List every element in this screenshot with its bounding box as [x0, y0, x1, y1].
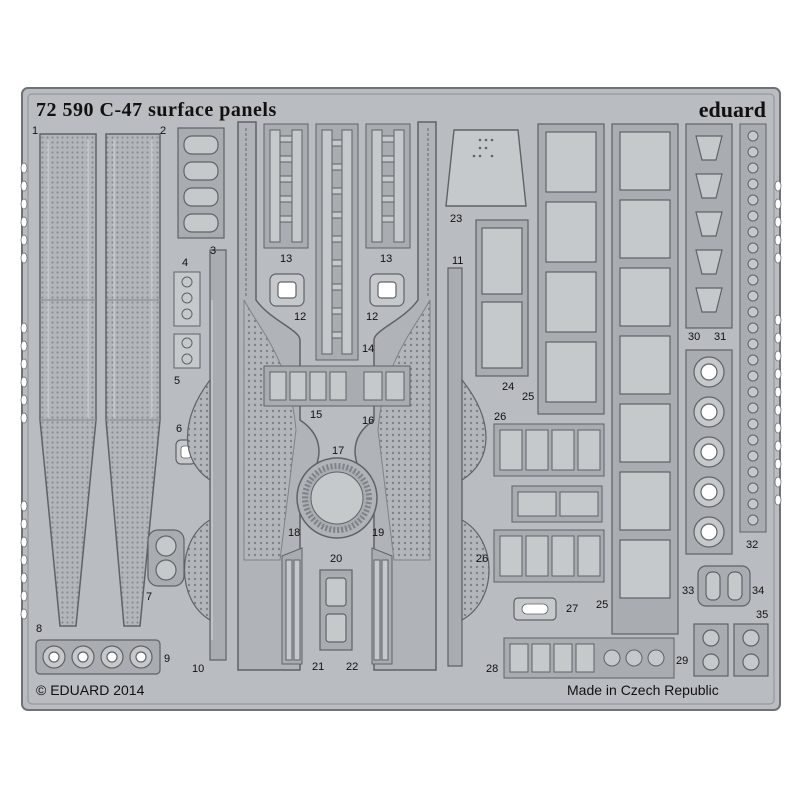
part-label: 18 — [288, 527, 301, 539]
part-label: 13 — [380, 253, 393, 265]
made-in-text: Made in Czech Republic — [567, 682, 719, 698]
part-28-row — [503, 637, 675, 679]
part-3-plates — [177, 127, 225, 239]
part-label: 10 — [192, 663, 205, 675]
part-26-middle — [511, 485, 603, 523]
part-label: 5 — [174, 375, 181, 387]
part-30-31-column — [685, 123, 733, 329]
part-27 — [513, 597, 557, 621]
part-label: 14 — [362, 343, 375, 355]
part-label: 12 — [366, 311, 379, 323]
part-label: 19 — [372, 527, 385, 539]
part-label: 25 — [596, 599, 609, 611]
part-label: 4 — [182, 257, 189, 269]
part-label: 9 — [164, 653, 171, 665]
part-label: 24 — [502, 381, 515, 393]
part-label: 12 — [294, 311, 307, 323]
part-7 — [147, 529, 185, 587]
part-14-ladder — [315, 123, 359, 361]
part-label: 27 — [566, 603, 579, 615]
part-label: 17 — [332, 445, 345, 457]
part-label: 30 — [688, 331, 701, 343]
part-22-ladder — [371, 547, 393, 665]
part-label: 26 — [494, 411, 507, 423]
part-label: 28 — [486, 663, 499, 675]
part-25-column-left — [537, 123, 605, 415]
part-26-upper — [493, 423, 605, 477]
part-label: 34 — [752, 585, 765, 597]
part-label: 1 — [32, 125, 39, 137]
part-label: 26 — [476, 553, 489, 565]
part-33-34 — [697, 565, 751, 607]
part-label: 35 — [756, 609, 769, 621]
fret-title: 72 590 C-47 surface panels — [36, 99, 277, 121]
part-label: 21 — [312, 661, 325, 673]
part-13-right — [365, 123, 411, 249]
part-label: 25 — [522, 391, 535, 403]
part-label: 23 — [450, 213, 463, 225]
part-bolt-column — [739, 123, 767, 533]
part-label: 31 — [714, 331, 727, 343]
brand-logo-text: eduard — [698, 97, 766, 122]
part-label: 32 — [746, 539, 759, 551]
part-label: 11 — [452, 255, 464, 267]
copyright-text: © EDUARD 2014 — [36, 682, 145, 698]
teardrop-holes — [20, 162, 782, 620]
part-21-ladder — [281, 547, 303, 665]
part-label: 8 — [36, 623, 43, 635]
part-23-panel — [445, 129, 527, 207]
part-12-brackets — [269, 273, 405, 307]
part-label: 16 — [362, 415, 375, 427]
part-4-5-small — [173, 271, 201, 369]
part-label: 15 — [310, 409, 323, 421]
part-26-lower — [493, 529, 605, 583]
part-1-panel — [39, 133, 97, 627]
part-label: 3 — [210, 245, 217, 257]
part-label: 2 — [160, 125, 167, 137]
part-label: 13 — [280, 253, 293, 265]
part-label: 20 — [330, 553, 343, 565]
part-label: 29 — [676, 655, 689, 667]
part-29-35 — [693, 623, 769, 677]
part-label: 7 — [146, 591, 153, 603]
part-32-rings — [685, 349, 733, 555]
part-25-column-right — [611, 123, 679, 635]
part-label: 22 — [346, 661, 359, 673]
part-15-16-row — [263, 365, 411, 407]
part-20 — [319, 569, 353, 651]
part-17-ring — [296, 457, 378, 539]
part-11-strip — [447, 267, 490, 667]
part-8-9-rings — [35, 639, 161, 675]
part-label: 6 — [176, 423, 183, 435]
part-13-left — [263, 123, 309, 249]
part-10-strip — [183, 249, 227, 661]
part-24-frame — [475, 219, 529, 377]
part-2-panel — [105, 133, 161, 627]
part-label: 33 — [682, 585, 695, 597]
